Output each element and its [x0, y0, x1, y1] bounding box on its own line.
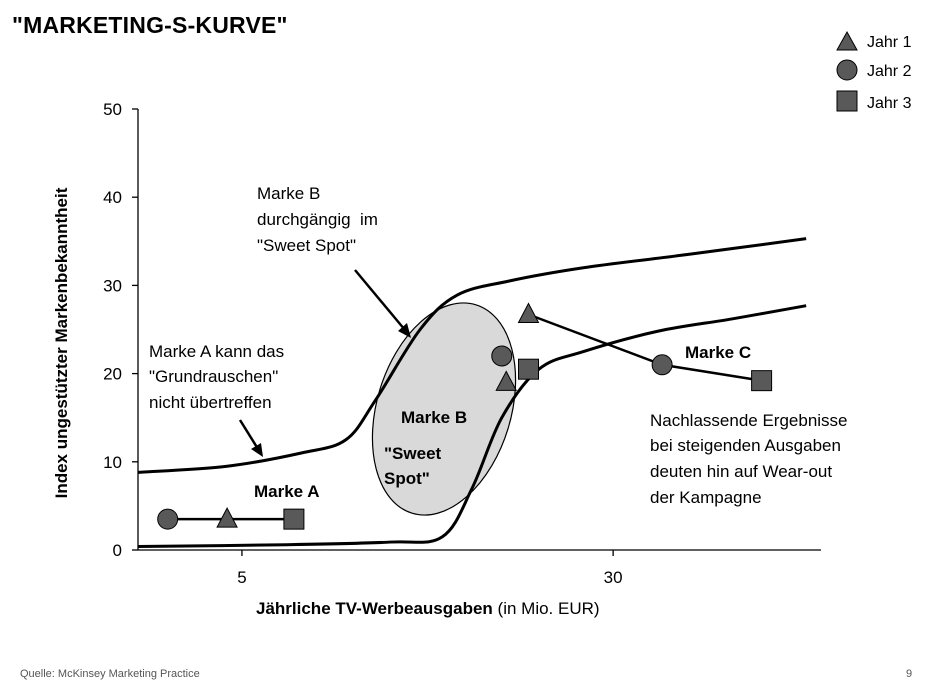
- legend-circle-marker: [836, 59, 858, 81]
- x-tick-label: 5: [237, 568, 246, 587]
- arrow-note-b: [354, 269, 406, 331]
- marke-a-label: Marke A: [254, 482, 320, 501]
- marker-square: [517, 358, 539, 380]
- s-curve-upper: [137, 237, 807, 474]
- note-b-line3: "Sweet Spot": [257, 236, 356, 255]
- x-axis-label-normal: (in Mio. EUR): [493, 599, 600, 618]
- y-tick-label: 50: [103, 100, 122, 119]
- sweet-spot-ellipse: [371, 302, 517, 516]
- marker-triangle: [495, 370, 518, 391]
- legend-triangle-marker: [836, 30, 858, 51]
- arrow-note-b-head: [398, 323, 411, 338]
- note-a-line3: nicht übertreffen: [149, 393, 272, 412]
- marker-triangle: [216, 507, 238, 528]
- note-c-line2: bei steigenden Ausgaben: [650, 436, 841, 455]
- legend-square-marker: [836, 90, 858, 112]
- note-c-line4: der Kampagne: [650, 488, 762, 507]
- note-c-line3: deuten hin auf Wear-out: [650, 462, 832, 481]
- marker-square: [283, 508, 305, 530]
- y-tick-label: 40: [103, 188, 122, 207]
- note-c-line1: Nachlassende Ergebnisse: [650, 411, 848, 430]
- x-axis-label: Jährliche TV-Werbeausgaben (in Mio. EUR): [256, 599, 600, 618]
- y-tick-label: 0: [113, 541, 122, 560]
- marke-c-label: Marke C: [685, 343, 751, 362]
- legend-label-year2: Jahr 2: [867, 63, 912, 80]
- legend-label-year3: Jahr 3: [867, 95, 912, 112]
- note-a-line1: Marke A kann das: [149, 342, 284, 361]
- x-tick-label: 30: [604, 568, 623, 587]
- marker-circle: [491, 345, 513, 367]
- series-markers: [157, 302, 773, 530]
- arrow-note-a: [238, 419, 260, 450]
- page-title: "MARKETING-S-KURVE": [12, 12, 288, 38]
- axes: [137, 109, 821, 551]
- legend: Jahr 1 Jahr 2 Jahr 3: [836, 30, 912, 112]
- marker-square: [751, 370, 773, 392]
- source-note: Quelle: McKinsey Marketing Practice: [20, 668, 200, 680]
- note-b-line2: durchgängig im: [257, 210, 378, 229]
- marker-circle: [157, 508, 179, 530]
- sweet-spot-line2: Spot": [384, 469, 430, 488]
- note-a-line2: "Grundrauschen": [149, 367, 278, 386]
- s-curve-lower: [137, 304, 807, 548]
- x-axis-label-bold: Jährliche TV-Werbeausgaben: [256, 599, 493, 618]
- page-number: 9: [906, 668, 913, 680]
- marke-b-label: Marke B: [401, 408, 467, 427]
- note-b-line1: Marke B: [257, 184, 320, 203]
- legend-label-year1: Jahr 1: [867, 34, 912, 51]
- marker-circle: [651, 354, 673, 376]
- y-ticks: 0 10 20 30 40 50: [103, 100, 138, 560]
- marker-triangle: [517, 302, 540, 324]
- y-axis-label: Index ungestützter Markenbekanntheit: [52, 187, 71, 498]
- x-ticks: 5 30: [237, 550, 623, 587]
- y-tick-label: 20: [103, 365, 122, 384]
- arrow-note-a-head: [251, 443, 263, 457]
- annotation-arrows: [238, 269, 411, 457]
- y-tick-label: 10: [103, 453, 122, 472]
- y-tick-label: 30: [103, 276, 122, 295]
- sweet-spot-line1: "Sweet: [384, 444, 442, 463]
